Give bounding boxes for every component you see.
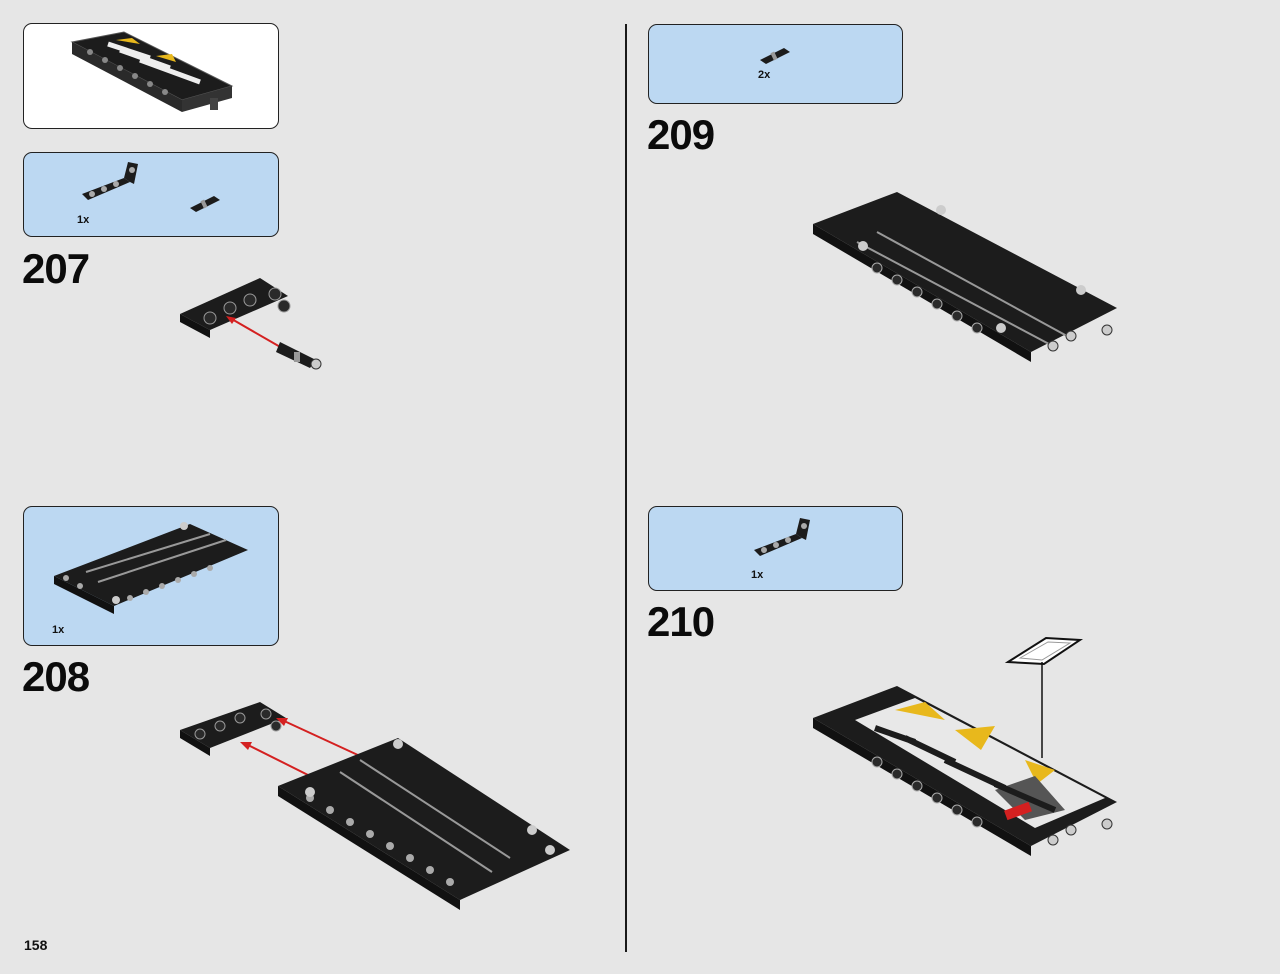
step-number-208: 208 [22, 653, 90, 700]
step-209-assembly-illustration [813, 192, 1117, 362]
step-209-parts-callout [648, 24, 903, 104]
connector-pin-icon [760, 48, 790, 64]
sticker-callout-icon [1004, 636, 1084, 666]
black-panel-icon [54, 522, 248, 614]
step-number-207: 207 [22, 245, 90, 292]
step-207-part-1-qty: 1x [77, 214, 90, 226]
step-208-part-1-qty: 1x [52, 624, 65, 636]
assembled-panel-preview-icon [70, 31, 234, 112]
step-210-part-1-qty: 1x [751, 569, 764, 581]
step-number-210: 210 [647, 598, 715, 645]
step-209-part-1-qty: 2x [758, 69, 771, 81]
angled-beam-icon [754, 518, 810, 556]
step-208-assembly-illustration [180, 702, 570, 910]
sticker-pointer-line [1041, 662, 1043, 758]
connector-pin-icon [190, 196, 220, 212]
page-column-divider [625, 24, 627, 952]
angled-beam-icon [82, 162, 138, 200]
step-207-parts-callout [23, 152, 279, 237]
step-207-assembly-illustration [180, 278, 322, 370]
step-210-assembly-illustration [813, 686, 1117, 856]
step-number-209: 209 [647, 111, 715, 158]
page-number: 158 [24, 937, 48, 953]
